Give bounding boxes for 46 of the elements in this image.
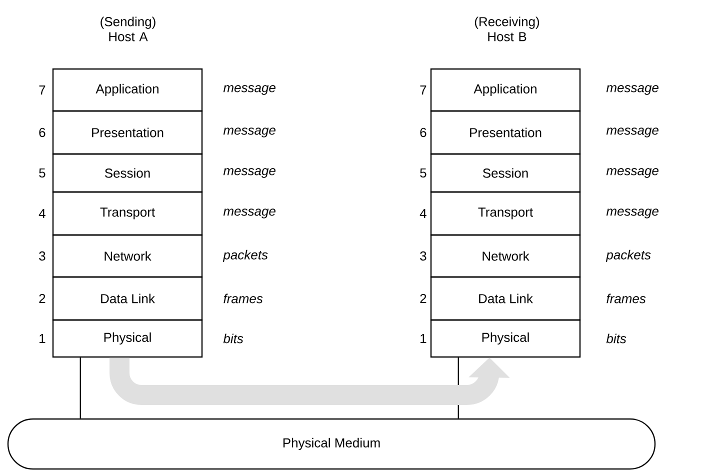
host-heading: (Sending) Host A [100, 16, 156, 42]
layer-box: Presentation [430, 110, 581, 155]
layer-box: Data Link [430, 276, 581, 321]
layer-number: 4 [38, 209, 46, 218]
layer-box: Network [52, 234, 203, 278]
layer-box: Network [430, 234, 581, 278]
data-unit: frames [606, 294, 646, 304]
layer-number: 4 [420, 209, 426, 218]
layer-number: 3 [39, 251, 46, 261]
layer-number: 5 [420, 168, 426, 178]
data-unit: message [606, 168, 658, 178]
layer-box: Session [52, 153, 203, 193]
layer-box: Physical [52, 319, 203, 358]
layer-number: 6 [420, 128, 426, 138]
layer-box: Application [52, 68, 203, 112]
layer-number: 2 [39, 294, 46, 304]
layer-number: 3 [420, 251, 426, 261]
data-unit: frames [224, 294, 263, 304]
connector-line [80, 358, 81, 418]
data-unit: packets [606, 250, 651, 262]
data-unit: message [223, 85, 276, 95]
data-unit: bits [223, 334, 244, 344]
data-unit: bits [606, 334, 626, 344]
layer-number: 1 [40, 334, 46, 343]
layer-box: Physical [430, 319, 581, 358]
layer-number: 1 [420, 334, 426, 343]
layer-number: 7 [39, 86, 46, 94]
data-unit: message [606, 128, 658, 138]
data-unit: packets [222, 250, 268, 262]
data-unit: message [223, 128, 276, 138]
layer-number: 5 [39, 168, 46, 178]
layer-number: 6 [39, 128, 46, 138]
data-unit: message [223, 168, 276, 178]
data-unit: message [606, 208, 658, 218]
layer-number: 7 [420, 86, 426, 94]
layer-box: Data Link [52, 276, 203, 321]
layer-box: Transport [52, 191, 203, 236]
layer-box: Presentation [52, 110, 203, 155]
data-unit: message [606, 85, 658, 95]
medium-bar: Physical Medium [7, 418, 656, 470]
host-heading: (Receiving) Host B [474, 16, 540, 42]
layer-number: 2 [420, 294, 426, 304]
layer-box: Session [430, 153, 581, 193]
layer-box: Transport [430, 191, 581, 236]
data-unit: message [223, 208, 276, 218]
layer-box: Application [430, 68, 581, 112]
